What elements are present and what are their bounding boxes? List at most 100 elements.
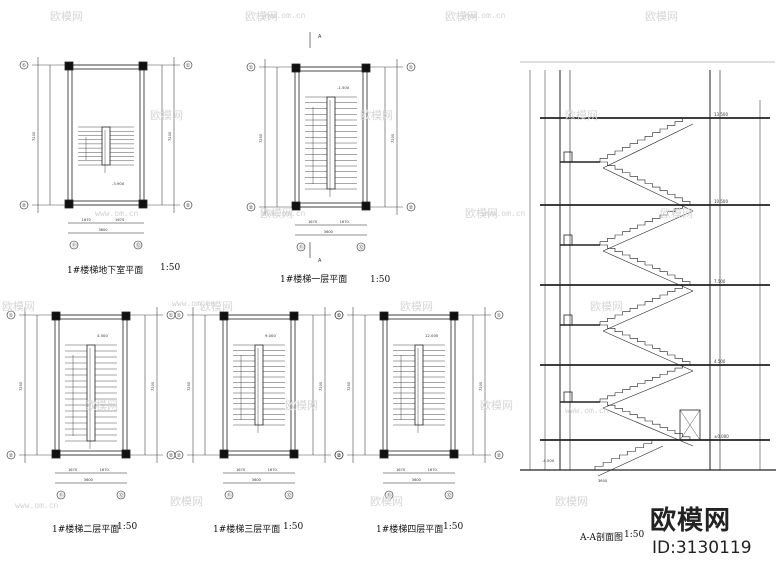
- watermark-url: www.om.cn: [262, 11, 306, 20]
- stair-plan: [246, 59, 416, 252]
- grid-bubble: [246, 62, 256, 72]
- grid-label: ①: [497, 313, 502, 319]
- grid-bubble: [444, 490, 454, 500]
- door-swing: [679, 409, 701, 441]
- window-opening: [563, 151, 573, 163]
- watermark: 欧模网: [370, 495, 403, 508]
- wall-outer: [54, 314, 128, 456]
- dim-label: 1670: [396, 468, 406, 472]
- grid-label: ①: [22, 63, 27, 69]
- plan-scale: 1:50: [160, 263, 181, 273]
- column: [64, 199, 74, 209]
- stair-soffit: [602, 290, 694, 332]
- dim-label: 7200: [151, 381, 155, 391]
- level-label: 13.500: [714, 112, 728, 117]
- watermark-url: www.om.cn: [262, 209, 306, 218]
- stair-plan: [19, 57, 193, 250]
- stair-plan: [174, 307, 344, 500]
- watermark: 欧模网: [480, 399, 513, 412]
- level-label: 9.000: [265, 333, 276, 338]
- dim-label: 3600: [84, 478, 94, 482]
- stair-well: [254, 344, 264, 426]
- stair-soffit: [602, 210, 694, 252]
- stair-well: [326, 96, 336, 190]
- watermark-url: www.om.cn: [462, 11, 506, 20]
- column: [361, 201, 371, 211]
- column: [64, 61, 74, 71]
- grid-bubble: [494, 450, 504, 460]
- wall-outer: [294, 66, 368, 208]
- plan-title-first: 1#楼梯一层平面: [280, 275, 348, 285]
- grid-bubble: [406, 62, 416, 72]
- dim-label: 1670: [428, 468, 438, 472]
- grid-label: ①: [9, 313, 14, 319]
- plan-scale: 1:50: [117, 522, 138, 532]
- level-label: -3.900: [112, 181, 125, 186]
- grid-label: ⑪: [227, 492, 232, 499]
- stair-flight: [594, 439, 660, 470]
- wall-inner: [226, 318, 292, 452]
- column: [219, 311, 229, 321]
- watermark-url: www.om.cn: [565, 406, 609, 415]
- window-opening: [563, 234, 573, 246]
- stair-soffit: [602, 250, 694, 292]
- grid-bubble: [334, 450, 344, 460]
- column: [121, 311, 131, 321]
- grid-label: ②: [22, 203, 27, 209]
- grid-label: ①: [249, 65, 254, 71]
- dim-label: 1670: [308, 220, 318, 224]
- dim-label: 3600: [324, 230, 334, 234]
- wall-outer: [222, 314, 296, 456]
- stair-soffit: [602, 330, 694, 372]
- plan-title-fourth: 1#楼梯四层平面: [376, 525, 444, 535]
- level-label: 10.500: [714, 199, 728, 204]
- column: [51, 311, 61, 321]
- grid-label: ②: [9, 453, 14, 459]
- brand-logo-text: 欧模网: [650, 506, 732, 536]
- dim-label: 3600: [412, 478, 422, 482]
- grid-bubble: [284, 490, 294, 500]
- section-mark: A: [318, 258, 322, 264]
- grid-label: ①: [409, 65, 414, 71]
- watermark: 欧模网: [660, 207, 693, 220]
- dim-label: 3600: [598, 479, 608, 483]
- column: [449, 449, 459, 459]
- dim-label: 1670: [115, 218, 125, 222]
- column: [379, 449, 389, 459]
- wall-outer: [67, 64, 145, 206]
- dim-label: 7200: [391, 133, 395, 143]
- section-mark: A: [318, 34, 322, 40]
- grid-bubble: [384, 490, 394, 500]
- dim-label: 7200: [347, 381, 351, 391]
- column: [138, 61, 148, 71]
- window-opening: [563, 391, 573, 403]
- grid-label: ①: [169, 313, 174, 319]
- grid-bubble: [19, 60, 29, 70]
- stair-well: [101, 126, 111, 166]
- stair-flight: [599, 117, 690, 162]
- watermark-url: www.om.cn: [95, 209, 139, 218]
- watermark: 欧模网: [465, 207, 498, 220]
- dim-label: 1670: [68, 468, 78, 472]
- plan-scale: 1:50: [370, 275, 391, 285]
- grid-bubble: [183, 60, 193, 70]
- stair-plan: [6, 307, 176, 500]
- watermark: 欧模网: [360, 109, 393, 122]
- grid-bubble: [56, 490, 66, 500]
- dim-label: 7200: [259, 133, 263, 143]
- watermark: 欧模网: [260, 207, 293, 220]
- plan-title-third: 1#楼梯三层平面: [213, 525, 281, 535]
- watermark-url: www.om.cn: [15, 501, 59, 510]
- watermark: 欧模网: [85, 399, 118, 412]
- grid-label: ②: [177, 453, 182, 459]
- grid-label: ②: [186, 203, 191, 209]
- window-opening: [563, 314, 573, 326]
- column: [449, 311, 459, 321]
- column: [361, 63, 371, 73]
- wall-inner: [386, 318, 452, 452]
- stair-soffit: [602, 167, 694, 212]
- door: [679, 409, 701, 441]
- grid-label: ⑫: [359, 244, 364, 251]
- column: [219, 449, 229, 459]
- column: [379, 311, 389, 321]
